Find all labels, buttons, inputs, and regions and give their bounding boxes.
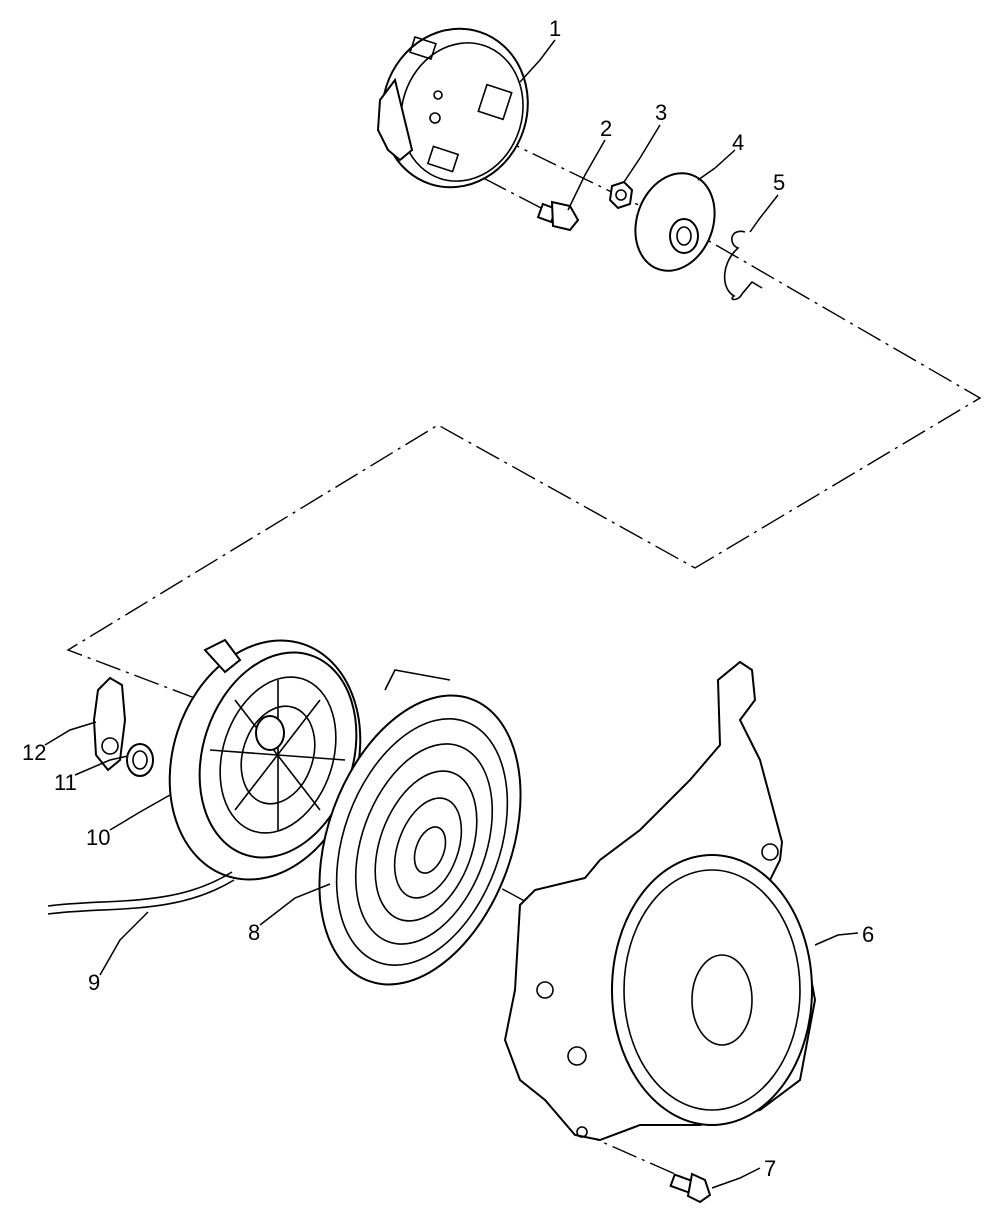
callout-8: 8 bbox=[248, 920, 260, 945]
part-4-plate bbox=[634, 172, 716, 272]
part-3-nut bbox=[608, 180, 634, 210]
callout-2: 2 bbox=[600, 116, 612, 141]
part-7-bolt bbox=[669, 1172, 712, 1204]
part-1-starter-cup bbox=[376, 27, 529, 189]
part-2-bolt bbox=[536, 200, 580, 232]
callout-10: 10 bbox=[86, 825, 110, 850]
part-10-pulley bbox=[168, 638, 362, 881]
part-12-pawl bbox=[92, 676, 127, 772]
callout-5: 5 bbox=[773, 170, 785, 195]
callout-4: 4 bbox=[732, 130, 744, 155]
part-8-recoil-spring bbox=[318, 669, 522, 986]
callout-12: 12 bbox=[22, 740, 46, 765]
part-11-spring bbox=[126, 743, 154, 777]
part-9-rope bbox=[47, 871, 235, 915]
leader-lines bbox=[44, 39, 859, 1189]
callout-7: 7 bbox=[764, 1156, 776, 1181]
callout-3: 3 bbox=[655, 100, 667, 125]
callout-1: 1 bbox=[549, 16, 561, 41]
callout-11: 11 bbox=[54, 770, 77, 795]
callout-6: 6 bbox=[862, 922, 874, 947]
part-6-housing bbox=[503, 660, 817, 1142]
part-5-clip bbox=[723, 230, 763, 301]
callout-9: 9 bbox=[88, 970, 100, 995]
callout-labels: 1 2 3 4 5 6 7 8 9 10 11 12 bbox=[22, 16, 874, 1181]
